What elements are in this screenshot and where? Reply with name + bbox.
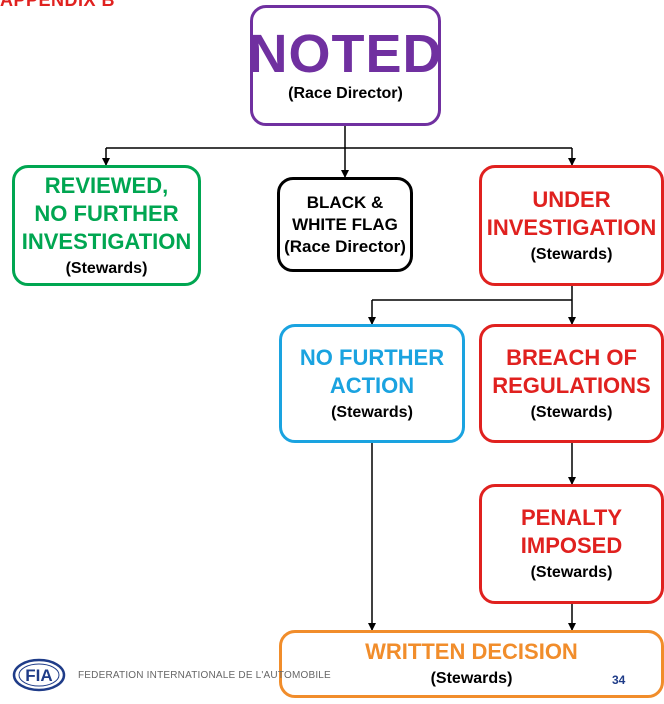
nfa-line2: ACTION [329, 372, 415, 398]
black-white-line1: BLACK & [306, 192, 384, 212]
reviewed-sub: (Stewards) [65, 259, 148, 277]
penalty-line2: IMPOSED [520, 533, 623, 558]
written-decision-title: WRITTEN DECISION [365, 639, 578, 664]
penalty-line1: PENALTY [520, 505, 623, 530]
node-noted: NOTED (Race Director) [248, 5, 443, 126]
breach-sub: (Stewards) [530, 403, 613, 421]
black-white-line2: WHITE FLAG [292, 214, 398, 234]
noted-title: NOTED [248, 23, 443, 84]
nfa-sub: (Stewards) [331, 403, 413, 421]
node-written-decision: WRITTEN DECISION (Stewards) [279, 630, 664, 698]
black-white-sub: (Race Director) [284, 236, 406, 256]
node-penalty-imposed: PENALTY IMPOSED (Stewards) [479, 484, 664, 604]
written-decision-sub: (Stewards) [430, 670, 513, 687]
under-investigation-line1: UNDER [532, 186, 611, 212]
under-investigation-sub: (Stewards) [530, 245, 613, 263]
reviewed-line2: NO FURTHER [34, 200, 179, 226]
breach-line1: BREACH OF [506, 344, 637, 370]
breach-line2: REGULATIONS [492, 372, 651, 398]
svg-text:FIA: FIA [25, 666, 52, 685]
appendix-heading: APPENDIX B [0, 0, 116, 10]
fia-logo: FIA [12, 658, 66, 692]
page-number: 34 [612, 673, 626, 687]
reviewed-line3: INVESTIGATION [21, 228, 192, 254]
under-investigation-line2: INVESTIGATION [486, 214, 657, 240]
node-breach-of-regulations: BREACH OF REGULATIONS (Stewards) [479, 324, 664, 443]
penalty-sub: (Stewards) [530, 564, 613, 581]
node-no-further-action: NO FURTHER ACTION (Stewards) [279, 324, 465, 443]
reviewed-line1: REVIEWED, [44, 172, 169, 198]
node-under-investigation: UNDER INVESTIGATION (Stewards) [479, 165, 664, 286]
nfa-line1: NO FURTHER [299, 344, 445, 370]
noted-sub: (Race Director) [288, 84, 403, 102]
node-black-white-flag: BLACK & WHITE FLAG (Race Director) [277, 177, 413, 272]
node-reviewed: REVIEWED, NO FURTHER INVESTIGATION (Stew… [12, 165, 201, 286]
federation-name: FEDERATION INTERNATIONALE DE L'AUTOMOBIL… [78, 670, 331, 681]
